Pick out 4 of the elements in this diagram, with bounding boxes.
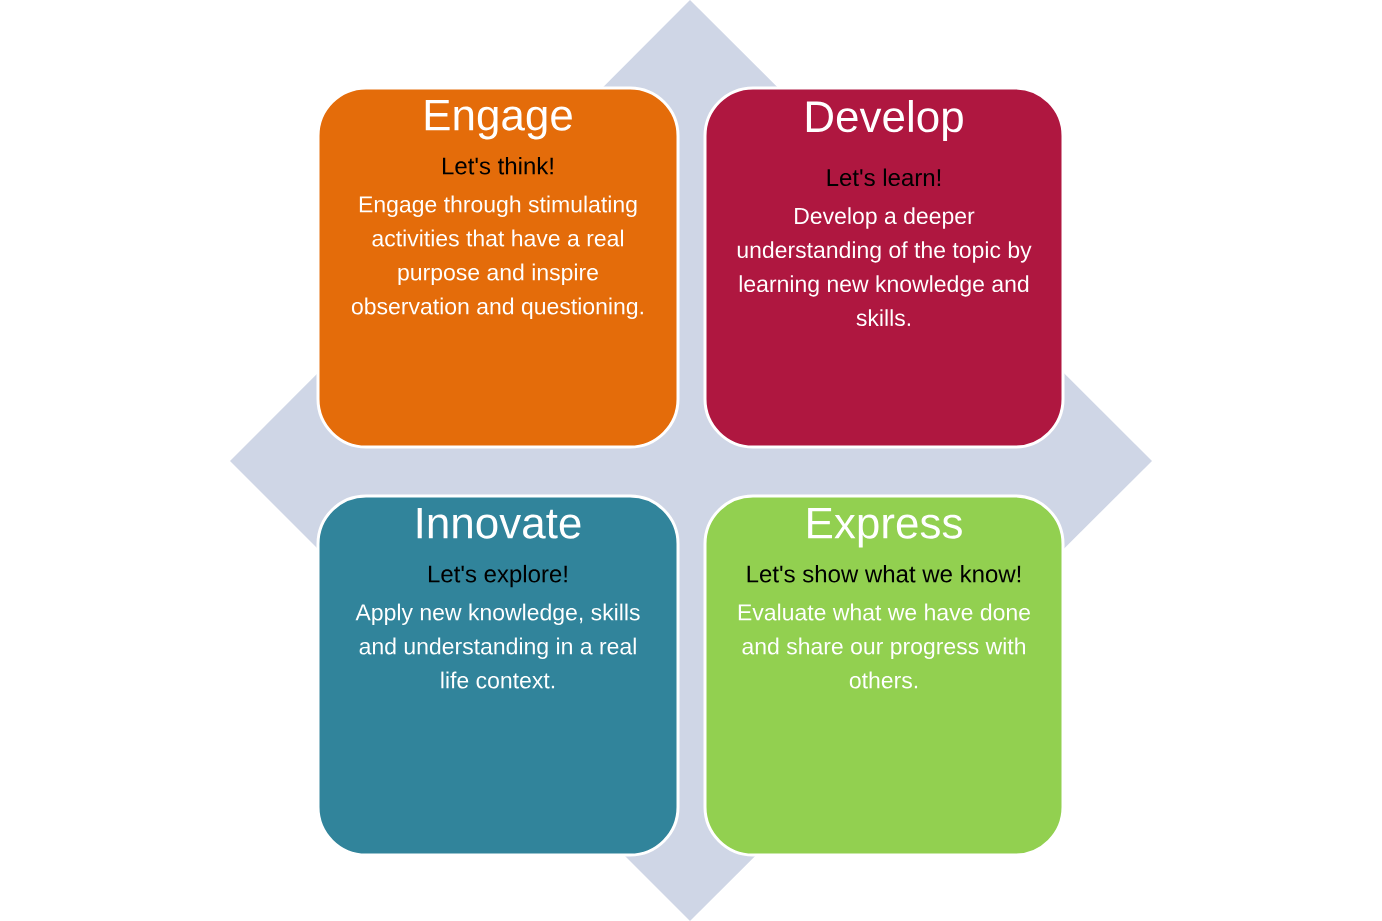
stage-card: Engage Let's think! Engage through stimulating activities that have a real purpose and inspire observation and questioning. xyxy=(316,86,680,449)
stage-card: Innovate Let's explore! Apply new knowledge, skills and understanding in a real life context. xyxy=(316,494,680,857)
stage-card: Develop Let's learn! Develop a deeper understanding of the topic by learning new knowledge and skills. xyxy=(703,86,1065,449)
stage-card: Express Let's show what we know! Evaluate what we have done and share our progress with others. xyxy=(703,494,1065,857)
